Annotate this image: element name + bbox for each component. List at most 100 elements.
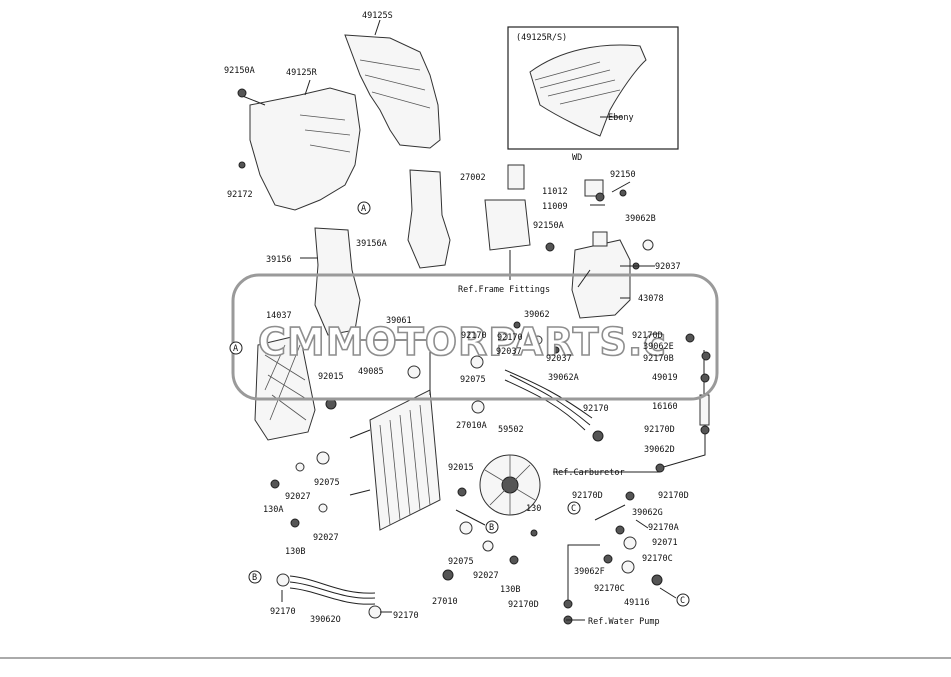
ref-water-pump: Ref.Water Pump [588,617,660,627]
callout: 39062E [643,342,674,352]
callout: 92015 [448,463,474,473]
callout: 49085 [358,367,384,377]
callout: 39062F [574,567,605,577]
fan-59502 [479,454,541,516]
inset-box: (49125R/S) Ebony WD [507,26,679,163]
leader-lines [281,181,677,621]
callout: 92170D [644,425,675,435]
callouts: 49125S 92150A 49125R 92172 39156 39156A … [224,11,689,625]
callout: 92172 [227,190,253,200]
ref-carburetor: Ref.Carburetor [553,468,625,478]
circle-reference-B1: B [485,520,499,534]
callout: 92170A [648,523,679,533]
circle-reference-A2: A [229,341,243,355]
inset-market-label: WD [572,153,582,163]
callout: 130B [285,547,305,557]
hose-39062D [659,432,706,469]
hose-39062G [594,504,626,521]
callout: 92170C [642,554,673,564]
svg-text:C: C [571,504,576,514]
radiator-guard-39156A [407,169,451,269]
callout: 92170D [632,331,663,341]
callout: 92170D [572,491,603,501]
circle-reference-A1: A [357,201,371,215]
callout: 92170 [497,333,523,343]
callout: 130B [500,585,520,595]
callout: 130A [263,505,283,515]
hose-16160 [699,350,710,426]
svg-text:B: B [252,573,257,583]
callout: 92150A [533,221,564,231]
callout: 27010 [432,597,458,607]
callout: 92027 [285,492,311,502]
callout: 92170C [594,584,625,594]
callout: 92037 [546,354,572,364]
reservoir-tank-43078 [571,179,631,319]
shroud-49125R [239,79,361,211]
circle-reference-C2: C [676,593,690,607]
callout: 92075 [314,478,340,488]
callout: 39061 [386,316,412,326]
circle-reference-C1: C [567,501,581,515]
callout: 49125R [286,68,318,78]
svg-text:A: A [361,204,366,214]
callout: 11012 [542,187,568,197]
callout: 39062A [548,373,579,383]
callout: 27010A [456,421,487,431]
callout: 92027 [313,533,339,543]
inset-color-label: Ebony [608,113,634,123]
watermark: CMMOTORPARTS.c [231,273,719,401]
watermark-text: CMMOTORPARTS.c [258,320,667,364]
callout: 92150A [224,66,255,76]
callout: 49116 [624,598,650,608]
grille-14037 [254,334,316,441]
callout: 130 [526,504,541,514]
callout: 92150 [610,170,636,180]
shroud-49125S [344,19,441,149]
svg-text:C: C [680,596,685,606]
callout: 39156A [356,239,387,249]
callout: 16160 [652,402,678,412]
radiator-guard-39156 [300,227,361,336]
callout: 92075 [460,375,486,385]
hose-39062O [289,575,376,605]
svg-text:A: A [233,344,238,354]
callout: 92071 [652,538,678,548]
callout: 92170 [393,611,419,621]
callout: 39062O [310,615,341,625]
callout: 92075 [448,557,474,567]
radiator-39061 [355,339,441,531]
callout: 27002 [460,173,486,183]
callout: 39062D [644,445,675,455]
callout: 39062G [632,508,663,518]
callout: 43078 [638,294,664,304]
callout: 92170D [658,491,689,501]
callout: 92170 [270,607,296,617]
inset-part-label: (49125R/S) [516,33,567,43]
callout: 14037 [266,311,292,321]
callout: 92170D [508,600,539,610]
callout: 49019 [652,373,678,383]
callout: 92037 [655,262,681,272]
callout: 92015 [318,372,344,382]
ref-frame-fittings: Ref.Frame Fittings [458,285,550,295]
circle-reference-B2: B [248,570,262,584]
callout: 39062B [625,214,656,224]
hose-39062A [504,369,593,431]
callout: 92170B [643,354,674,364]
callout: 39062 [524,310,550,320]
callout: 59502 [498,425,524,435]
callout: 92170 [461,331,487,341]
hose-39062F [567,544,600,600]
bracket-27002 [484,164,531,280]
callout: 92170 [583,404,609,414]
callout: 92037 [496,347,522,357]
svg-text:B: B [489,523,494,533]
callout: 39156 [266,255,292,265]
callout: 49125S [362,11,393,21]
clamps-and-bolts [237,88,711,625]
callout: 92027 [473,571,499,581]
callout: 11009 [542,202,568,212]
